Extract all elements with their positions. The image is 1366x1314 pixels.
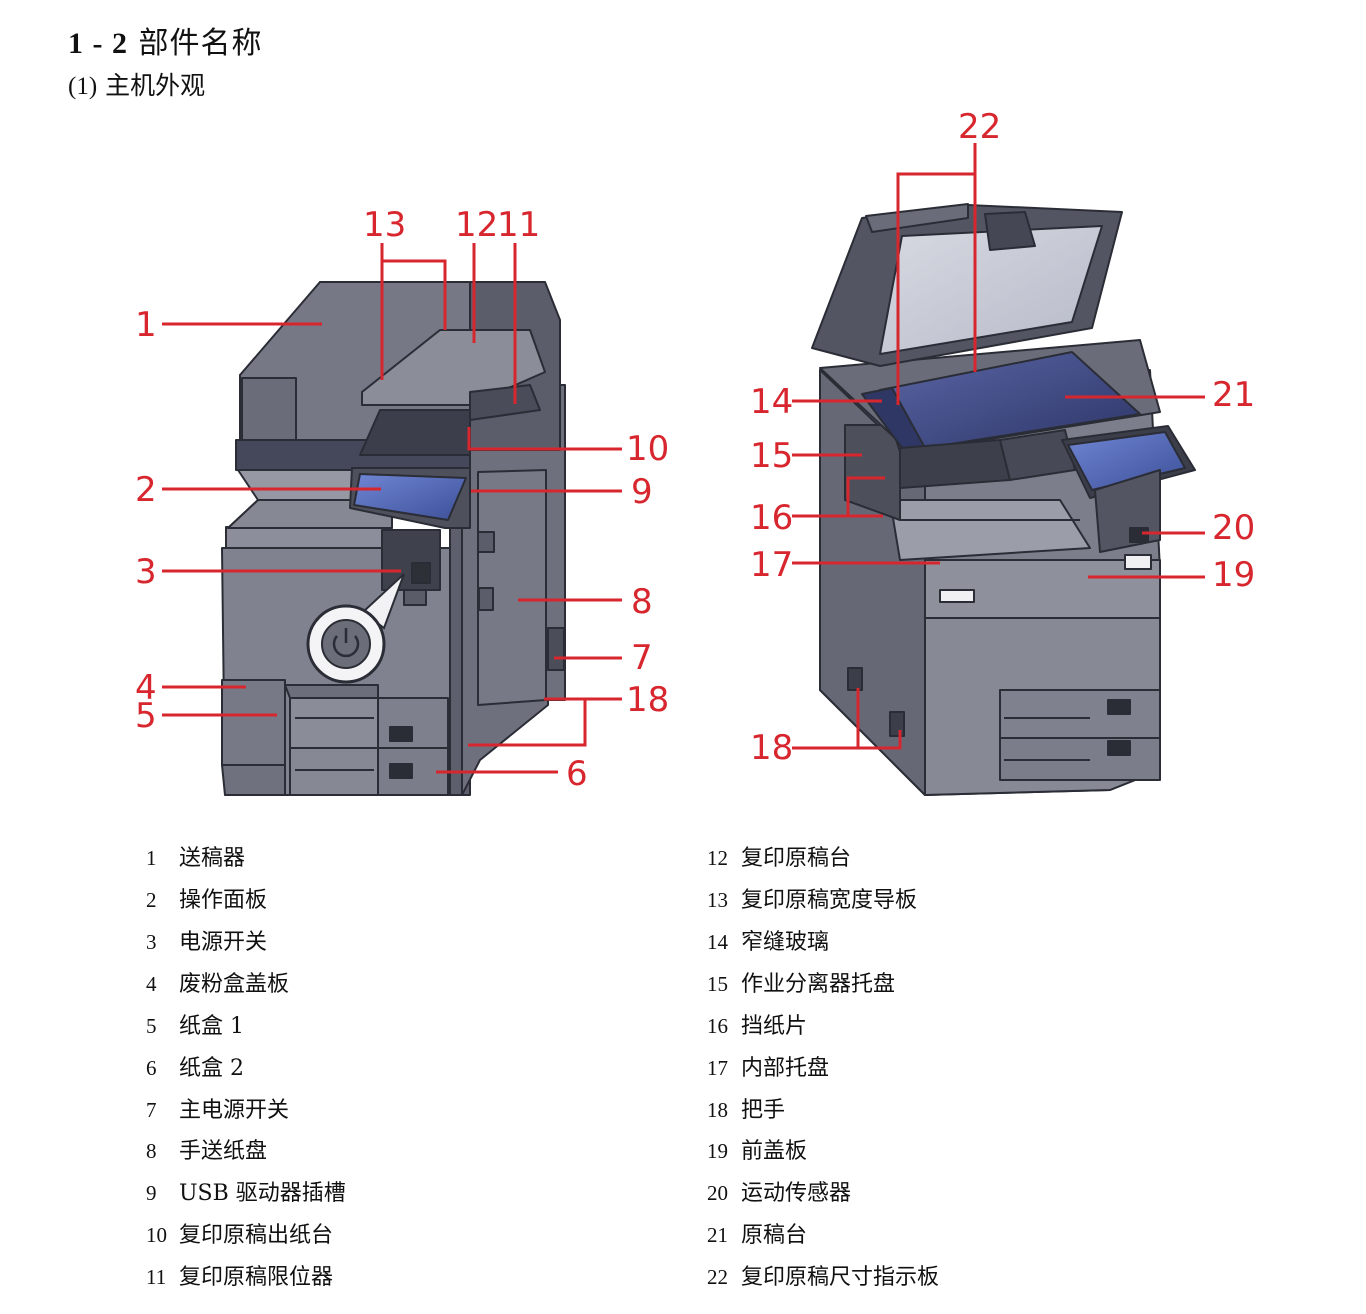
printer-front-view — [221, 281, 566, 796]
callout-10: 10 — [626, 429, 669, 469]
section-number: 1 - 2 — [68, 27, 128, 60]
callout-18-left: 18 — [626, 680, 669, 720]
callout-12: 12 — [455, 205, 498, 245]
callout-4: 4 — [135, 668, 157, 708]
callout-2: 2 — [135, 470, 157, 510]
callout-7: 7 — [631, 638, 653, 678]
callout-9: 9 — [631, 472, 653, 512]
callout-19: 19 — [1212, 555, 1255, 595]
callout-22: 22 — [958, 107, 1001, 147]
subsection-heading: (1) 主机外观 — [68, 66, 205, 102]
leader-lines — [162, 143, 1205, 774]
printer-figure: 1 2 3 4 5 6 7 8 9 10 11 12 13 18 14 15 1… — [135, 107, 1255, 796]
printer-open-view — [811, 203, 1196, 796]
callout-6: 6 — [566, 754, 588, 794]
callout-17: 17 — [750, 545, 793, 585]
callout-numbers: 1 2 3 4 5 6 7 8 9 10 11 12 13 18 14 15 1… — [135, 107, 1255, 794]
callout-16: 16 — [750, 498, 793, 538]
callout-15: 15 — [750, 436, 793, 476]
callout-18-right: 18 — [750, 728, 793, 768]
callout-1: 1 — [135, 305, 157, 345]
callout-13: 13 — [363, 205, 406, 245]
section-heading: 1 - 2 部件名称 — [68, 18, 263, 62]
callout-11: 11 — [497, 205, 540, 245]
callout-14: 14 — [750, 382, 793, 422]
power-button-callout — [306, 573, 405, 684]
callout-8: 8 — [631, 582, 653, 622]
callout-21: 21 — [1212, 375, 1255, 415]
subsection-title: 主机外观 — [105, 71, 206, 100]
callout-5: 5 — [135, 696, 157, 736]
callout-20: 20 — [1212, 508, 1255, 548]
callout-3: 3 — [135, 552, 157, 592]
section-title: 部件名称 — [138, 26, 263, 61]
subsection-number: (1) — [68, 73, 98, 100]
power-button-icon — [321, 619, 371, 669]
